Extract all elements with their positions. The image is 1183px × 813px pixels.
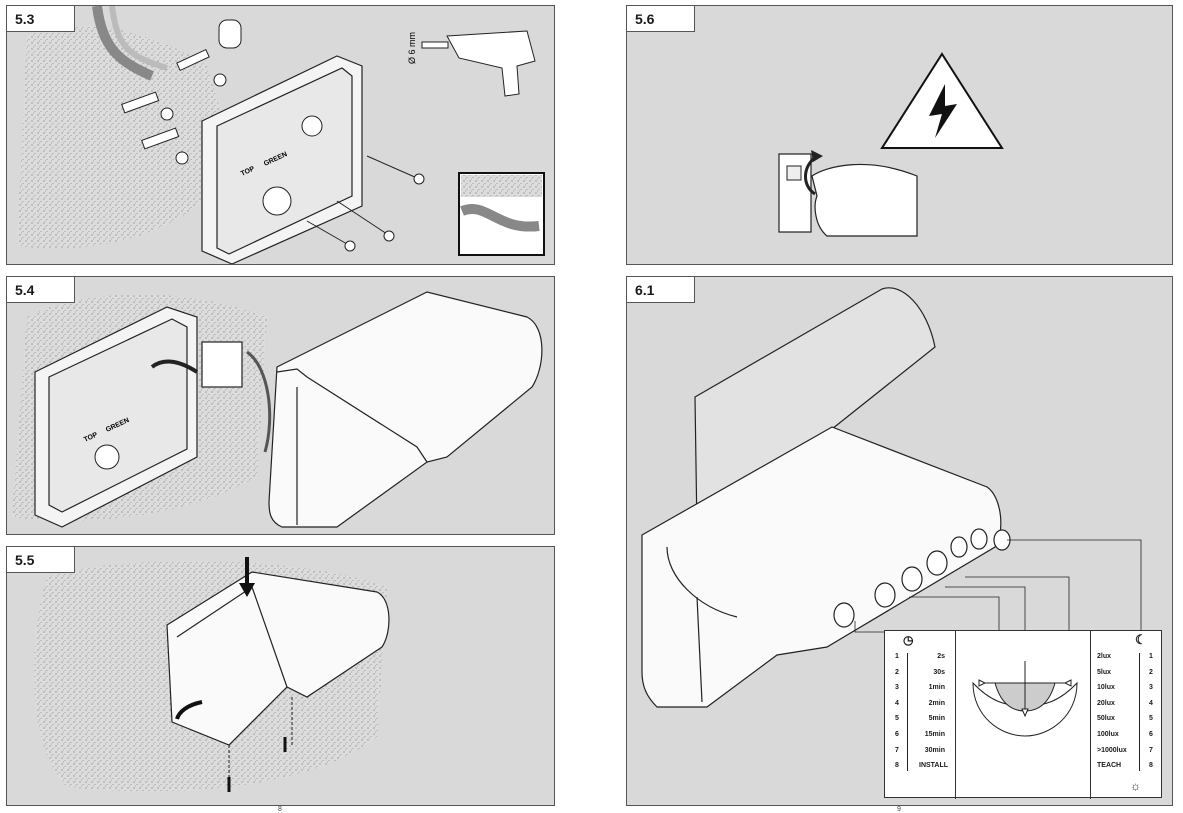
lux-value: 50lux [1097,715,1115,723]
time-value: 2min [928,699,945,707]
settings-illustration [641,287,1142,708]
lux-value: 5lux [1097,668,1112,676]
divider [1090,631,1091,799]
time-value: 30s [933,668,945,676]
row-number: 7 [895,746,899,754]
cover-fitting-illustration [33,557,390,792]
row-number: 2 [895,668,899,676]
step-label: 5.4 [7,277,75,303]
lux-value: >1000lux [1097,746,1127,754]
row-number: 8 [895,762,899,770]
lux-value: 100lux [1097,730,1119,738]
lux-value: TEACH [1097,762,1122,770]
lux-scale-arrow [1139,653,1140,771]
step-label: 5.3 [7,6,75,32]
row-number: 6 [1149,730,1153,738]
time-value: 15min [924,730,945,738]
row-number: 4 [1149,699,1153,707]
row-number: 8 [1149,762,1153,770]
step-label: 5.5 [7,547,75,573]
row-number: 3 [1149,684,1153,692]
detection-range-diagram [972,661,1078,737]
lux-values: 2lux 5lux 10lux 20lux 50lux 100lux >1000… [1097,649,1137,774]
row-number: 2 [1149,668,1153,676]
page-number-left: 8 [278,806,282,813]
lux-value: 10lux [1097,684,1115,692]
drill-diameter-label: Ø 6 mm [407,32,417,64]
row-number: 4 [895,699,899,707]
step-label: 5.6 [627,6,695,32]
lux-row-numbers: 1 2 3 4 5 6 7 8 [1149,649,1153,774]
row-number: 5 [895,715,899,723]
page-number-right: 9 [897,806,901,813]
time-values: 2s 30s 1min 2min 5min 15min 30min INSTAL… [915,649,949,774]
row-number: 5 [1149,715,1153,723]
panel-5-5: 5.5 [6,546,555,806]
row-number: 1 [895,653,899,660]
lux-value: 20lux [1097,699,1115,707]
step-label: 6.1 [627,277,695,303]
time-value: INSTALL [919,762,949,770]
clock-icon: ◷ [903,633,914,647]
time-value: 30min [924,746,945,754]
row-number: 3 [895,684,899,692]
divider [955,631,956,799]
moon-icon: ☾ [1135,632,1147,647]
settings-legend: ◷ ☾ ☼ 1 2 3 4 5 6 7 8 2s 30s 1min 2min 5… [884,630,1162,799]
row-number: 6 [895,730,899,738]
time-scale-arrow [907,653,908,771]
time-value: 5min [928,715,945,723]
panel-5-4: TOP GREEN 5.4 [6,276,555,535]
sun-icon: ☼ [1130,779,1141,793]
power-off-illustration [778,52,1004,237]
time-row-numbers: 1 2 3 4 5 6 7 8 [895,649,899,774]
time-value: 2s [937,653,945,660]
mounting-illustration: TOP GREEN Ø 6 mm [17,6,545,264]
wiring-illustration: TOP GREEN [12,291,543,528]
panel-5-6: 5.6 [626,5,1173,265]
time-value: 1min [928,684,945,692]
row-number: 7 [1149,746,1153,754]
row-number: 1 [1149,653,1153,660]
lux-value: 2lux [1097,653,1112,660]
panel-5-3: TOP GREEN Ø 6 mm 5.3 [6,5,555,265]
